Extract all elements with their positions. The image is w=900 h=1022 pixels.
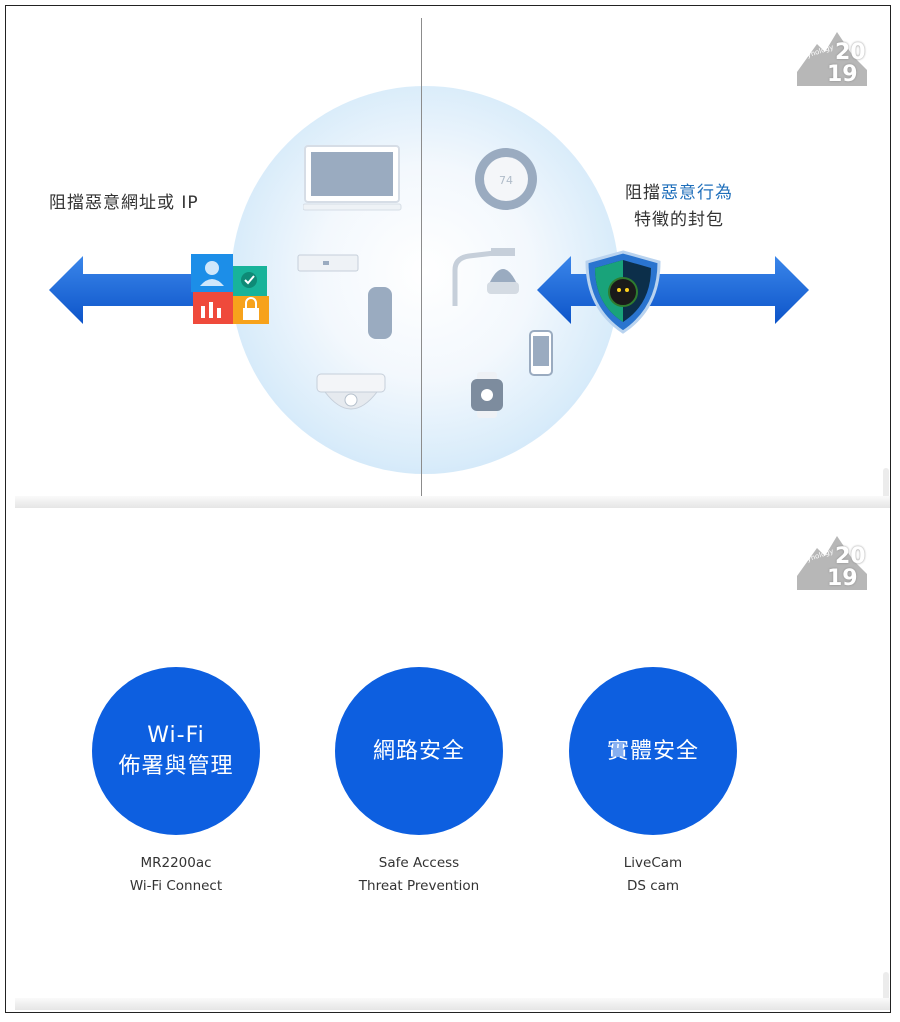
slide-threat-prevention: 74 bbox=[15, 18, 890, 508]
wifi-deployment-circle: Wi-Fi 佈署與管理 bbox=[92, 667, 260, 835]
ptz-camera-icon bbox=[452, 248, 519, 306]
mountain-logo-icon bbox=[797, 32, 867, 86]
network-security-caption: Safe Access Threat Prevention bbox=[309, 852, 529, 898]
label-line2: 特徵的封包 bbox=[634, 210, 724, 230]
caption-line2: DS cam bbox=[626, 878, 680, 894]
phone-icon bbox=[529, 330, 553, 376]
page-frame: 74 bbox=[5, 5, 891, 1013]
caption-line1: Safe Access bbox=[378, 855, 460, 871]
physical-security-circle: 實體安全 bbox=[569, 667, 737, 835]
slide-bottom-edge bbox=[15, 496, 890, 508]
right-double-arrow-icon bbox=[537, 256, 809, 324]
watch-icon bbox=[471, 372, 503, 418]
circle-title-line2: 佈署與管理 bbox=[118, 754, 234, 779]
slide-divider bbox=[421, 18, 422, 496]
block-malicious-url-label: 阻擋惡意網址或 IP bbox=[49, 193, 199, 213]
logo-year-bottom: 19 bbox=[827, 62, 858, 87]
thermostat-icon: 74 bbox=[475, 148, 537, 210]
network-security-circle: 網路安全 bbox=[335, 667, 503, 835]
caption-line1: MR2200ac bbox=[140, 855, 212, 871]
label-highlight: 惡意行為 bbox=[661, 183, 733, 203]
logo-year-top: 20 bbox=[835, 40, 866, 65]
synology-2019-logo: Synology 20 19 bbox=[797, 26, 867, 87]
slide-bottom-edge bbox=[15, 998, 890, 1010]
circle-title-line1: Wi-Fi bbox=[147, 723, 205, 748]
shield-virus-icon bbox=[585, 250, 661, 334]
logo-year-top: 20 bbox=[835, 544, 866, 569]
wifi-deployment-caption: MR2200ac Wi-Fi Connect bbox=[66, 852, 286, 898]
synology-2019-logo: Synology 20 19 bbox=[797, 530, 867, 591]
left-double-arrow-icon bbox=[49, 256, 255, 324]
caption-line1: LiveCam bbox=[623, 855, 683, 871]
laptop-icon bbox=[303, 145, 402, 211]
circle-title-line1: 實體安全 bbox=[606, 738, 699, 764]
speaker-icon bbox=[368, 287, 392, 339]
label-prefix: 阻擋 bbox=[625, 183, 661, 203]
svg-text:74: 74 bbox=[499, 174, 513, 187]
physical-security-caption: LiveCam DS cam bbox=[543, 852, 763, 898]
mountain-logo-icon bbox=[797, 536, 867, 590]
slide-solutions: Synology 20 19 Wi-Fi 佈署與管理 MR2200ac Wi-F… bbox=[15, 516, 890, 1010]
scroll-mark bbox=[883, 972, 889, 1010]
app-tiles-icon bbox=[191, 254, 269, 324]
caption-line2: Threat Prevention bbox=[358, 878, 480, 894]
block-malicious-behavior-label: 阻擋惡意行為 特徵的封包 bbox=[625, 180, 733, 234]
dome-camera-icon bbox=[316, 373, 386, 410]
caption-line2: Wi-Fi Connect bbox=[129, 878, 223, 894]
scroll-mark bbox=[883, 468, 889, 506]
logo-year-bottom: 19 bbox=[827, 566, 858, 591]
router-icon bbox=[297, 254, 359, 272]
circle-title-line1: 網路安全 bbox=[372, 738, 465, 764]
